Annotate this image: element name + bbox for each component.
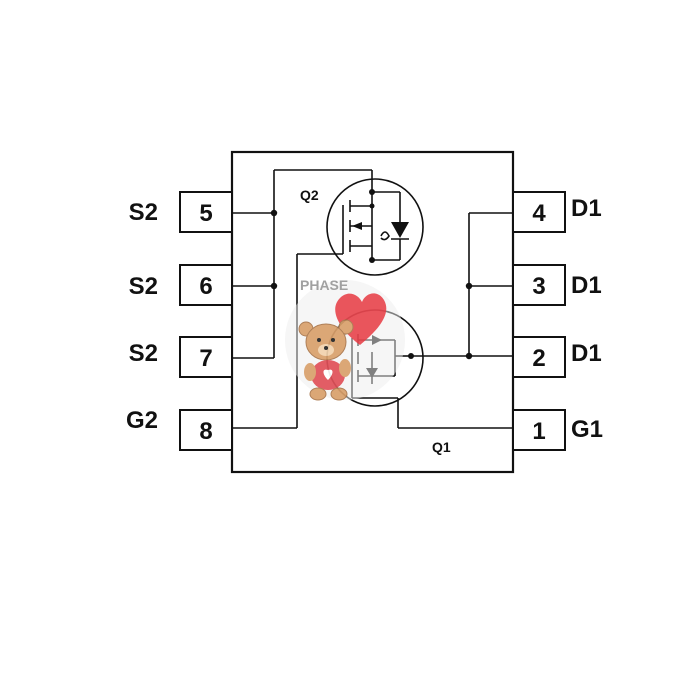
pin-name-5: S2	[129, 199, 158, 226]
q1-label: Q1	[432, 439, 451, 455]
watermark-text: PHASE	[300, 277, 348, 293]
package-body	[230, 150, 515, 474]
pin-box-7	[179, 336, 233, 378]
pin-number-3: 3	[532, 273, 545, 300]
pin-number-2: 2	[532, 345, 545, 372]
pin-box-8	[179, 409, 233, 451]
q2-mosfet-symbol	[326, 178, 424, 276]
pin-name-6: S2	[129, 273, 158, 300]
pin-name-2: D1	[571, 340, 602, 367]
q2-label: Q2	[300, 187, 319, 203]
pin-name-3: D1	[571, 272, 602, 299]
pin-box-3	[512, 264, 566, 306]
pin-name-4: D1	[571, 195, 602, 222]
pin-name-1: G1	[571, 416, 603, 443]
pin-number-1: 1	[532, 418, 545, 445]
d1-bus-wiring	[411, 212, 513, 360]
pin-number-4: 4	[532, 200, 546, 227]
teddy-bear-watermark: PHASE	[285, 277, 405, 401]
s2-bus-wiring	[232, 169, 373, 359]
pin-name-7: S2	[129, 340, 158, 367]
pin-box-6	[179, 264, 233, 306]
bear-head-icon	[305, 323, 347, 361]
pin-number-8: 8	[199, 418, 212, 445]
g1-gate-wiring	[352, 397, 513, 429]
bear-ear-right-icon	[338, 319, 354, 335]
pin-box-5	[179, 191, 233, 233]
pin-number-6: 6	[199, 273, 212, 300]
pin-number-5: 5	[199, 200, 212, 227]
pin-box-2	[512, 336, 566, 378]
pin-name-8: G2	[126, 407, 158, 434]
pin-box-1	[512, 409, 566, 451]
pin-box-4	[512, 191, 566, 233]
pin-number-7: 7	[199, 345, 212, 372]
